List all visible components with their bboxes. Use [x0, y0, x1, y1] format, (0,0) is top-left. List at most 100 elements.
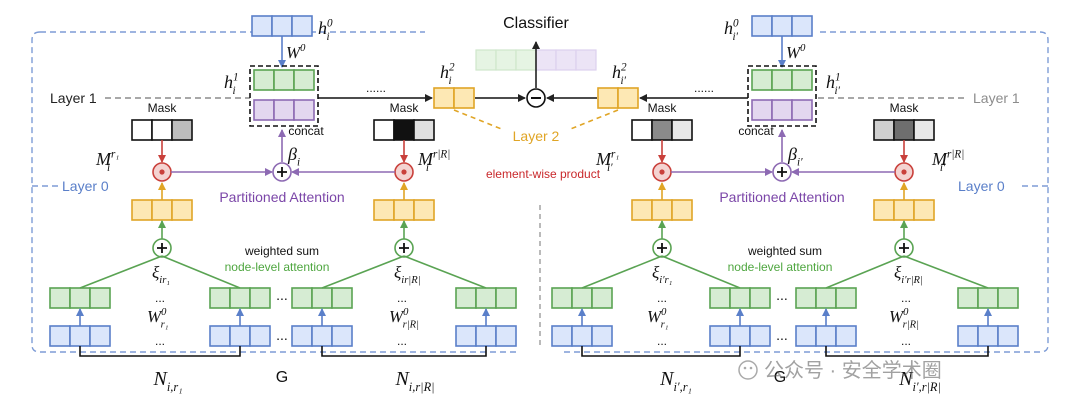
node-level-attention-right: node-level attention — [728, 260, 833, 274]
left-h0-vector — [251, 15, 313, 37]
right-n-r1-label: Ni′,r₁ — [659, 368, 692, 394]
right-mask-r1 — [631, 119, 693, 141]
classifier-cell — [575, 49, 597, 71]
left-n-rR-label: Ni,r|R| — [394, 368, 434, 394]
left-weighted-sum-op-r1 — [152, 238, 172, 258]
weighted-sum-left: weighted sum — [244, 244, 319, 258]
weighted-sum-right: weighted sum — [747, 244, 822, 258]
right-xi-r1-label: ξi′r₁ — [652, 263, 672, 286]
left-h2-vector — [433, 87, 475, 109]
classifier-cell — [515, 49, 537, 71]
right-blue-node-vector — [709, 325, 771, 347]
left-dot-op-r1 — [152, 162, 172, 182]
layer0-right-label: Layer 0 — [958, 178, 1005, 194]
right-yellow-vector-rR — [873, 199, 935, 221]
right-fan-line — [581, 255, 663, 289]
left-fan-line — [161, 255, 241, 289]
left-green-node-vector — [49, 287, 111, 309]
left-fan-line — [403, 255, 487, 289]
left-yellow-vector-r1 — [131, 199, 193, 221]
right-bracket-rR — [825, 346, 989, 357]
wechat-icon — [738, 360, 758, 380]
graph-label-right: G — [774, 369, 786, 386]
left-dots-right-green: ... — [397, 291, 407, 305]
ellipsis-left: ...... — [366, 81, 386, 95]
ellipsis-right: ...... — [694, 81, 714, 95]
left-dots-row-green: ... — [276, 287, 288, 303]
right-xi-rR-label: ξi′r|R| — [894, 263, 923, 286]
right-w0-label: W0 — [786, 43, 806, 62]
right-dots-right-green: ... — [901, 291, 911, 305]
layer2-label: Layer 2 — [513, 128, 560, 144]
left-blue-node-vector — [209, 325, 271, 347]
right-fan-line — [661, 255, 741, 289]
right-fan-line — [903, 255, 989, 289]
element-wise-product-label: element-wise product — [486, 167, 601, 181]
left-green-node-vector — [455, 287, 517, 309]
left-beta-label: βi — [287, 144, 300, 168]
left-xi-r1-label: ξir₁ — [152, 263, 170, 286]
right-dots-row-blue: ... — [776, 327, 788, 343]
layer0-left-label: Layer 0 — [62, 178, 109, 194]
partitioned-attention-left: Partitioned Attention — [219, 189, 344, 205]
left-concat-box — [249, 65, 319, 127]
left-weighted-sum-op-rR — [394, 238, 414, 258]
right-dots-left-green: ... — [657, 291, 667, 305]
right-concat-box — [747, 65, 817, 127]
left-bracket-rR — [321, 346, 487, 357]
watermark-text: 公众号 · 安全学术圈 — [764, 359, 942, 382]
right-bracket-r1 — [581, 346, 741, 357]
left-n-r1-label: Ni,r₁ — [152, 368, 182, 394]
right-blue-node-vector — [795, 325, 857, 347]
right-green-node-vector — [551, 287, 613, 309]
right-dots-right-blue: ... — [901, 334, 911, 348]
right-concat-text: concat — [738, 124, 774, 138]
left-dots-row-blue: ... — [276, 327, 288, 343]
left-yellow-vector-rR — [373, 199, 435, 221]
partitioned-attention-right: Partitioned Attention — [719, 189, 844, 205]
right-blue-node-vector — [957, 325, 1019, 347]
left-blue-node-vector — [291, 325, 353, 347]
right-partition-sum-op — [772, 162, 792, 182]
right-beta-label: βi′ — [787, 144, 803, 168]
right-yellow-vector-r1 — [631, 199, 693, 221]
left-xi-rR-label: ξir|R| — [394, 263, 421, 286]
right-m-rR-label: Mr|R|i′ — [931, 148, 964, 174]
right-dots-left-blue: ... — [657, 334, 667, 348]
right-layer2-dash — [567, 109, 619, 131]
left-fan-line — [321, 255, 405, 289]
right-h1-purple-vector — [751, 99, 813, 121]
left-h1-green-vector — [253, 69, 315, 91]
left-mask-rR — [373, 119, 435, 141]
right-mask-rR-text: Mask — [890, 101, 920, 115]
node-level-attention-left: node-level attention — [225, 260, 330, 274]
right-dots-row-green: ... — [776, 287, 788, 303]
right-fan-line — [825, 255, 905, 289]
left-mask-rR-text: Mask — [390, 101, 420, 115]
left-green-node-vector — [291, 287, 353, 309]
right-mask-r1-text: Mask — [648, 101, 678, 115]
layer1-right-label: Layer 1 — [973, 90, 1020, 106]
classifier-cell — [475, 49, 497, 71]
left-blue-node-vector — [455, 325, 517, 347]
right-weighted-sum-op-r1 — [652, 238, 672, 258]
classifier-cell — [495, 49, 517, 71]
right-h1-green-vector — [751, 69, 813, 91]
right-blue-node-vector — [551, 325, 613, 347]
classifier-cell — [535, 49, 557, 71]
difference-op — [526, 88, 546, 108]
left-h1-purple-vector — [253, 99, 315, 121]
left-concat-text: concat — [288, 124, 324, 138]
left-dots-left-green: ... — [155, 291, 165, 305]
